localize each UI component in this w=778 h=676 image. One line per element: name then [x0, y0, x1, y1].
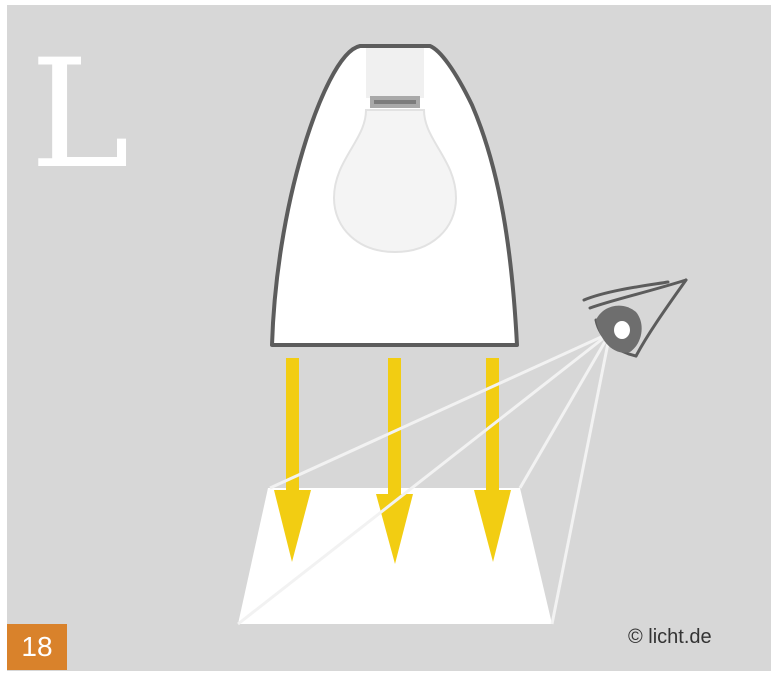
copyright-credit: © licht.de — [628, 626, 712, 649]
figure-letter: L — [30, 40, 130, 190]
figure-number-badge: 18 — [7, 624, 67, 670]
